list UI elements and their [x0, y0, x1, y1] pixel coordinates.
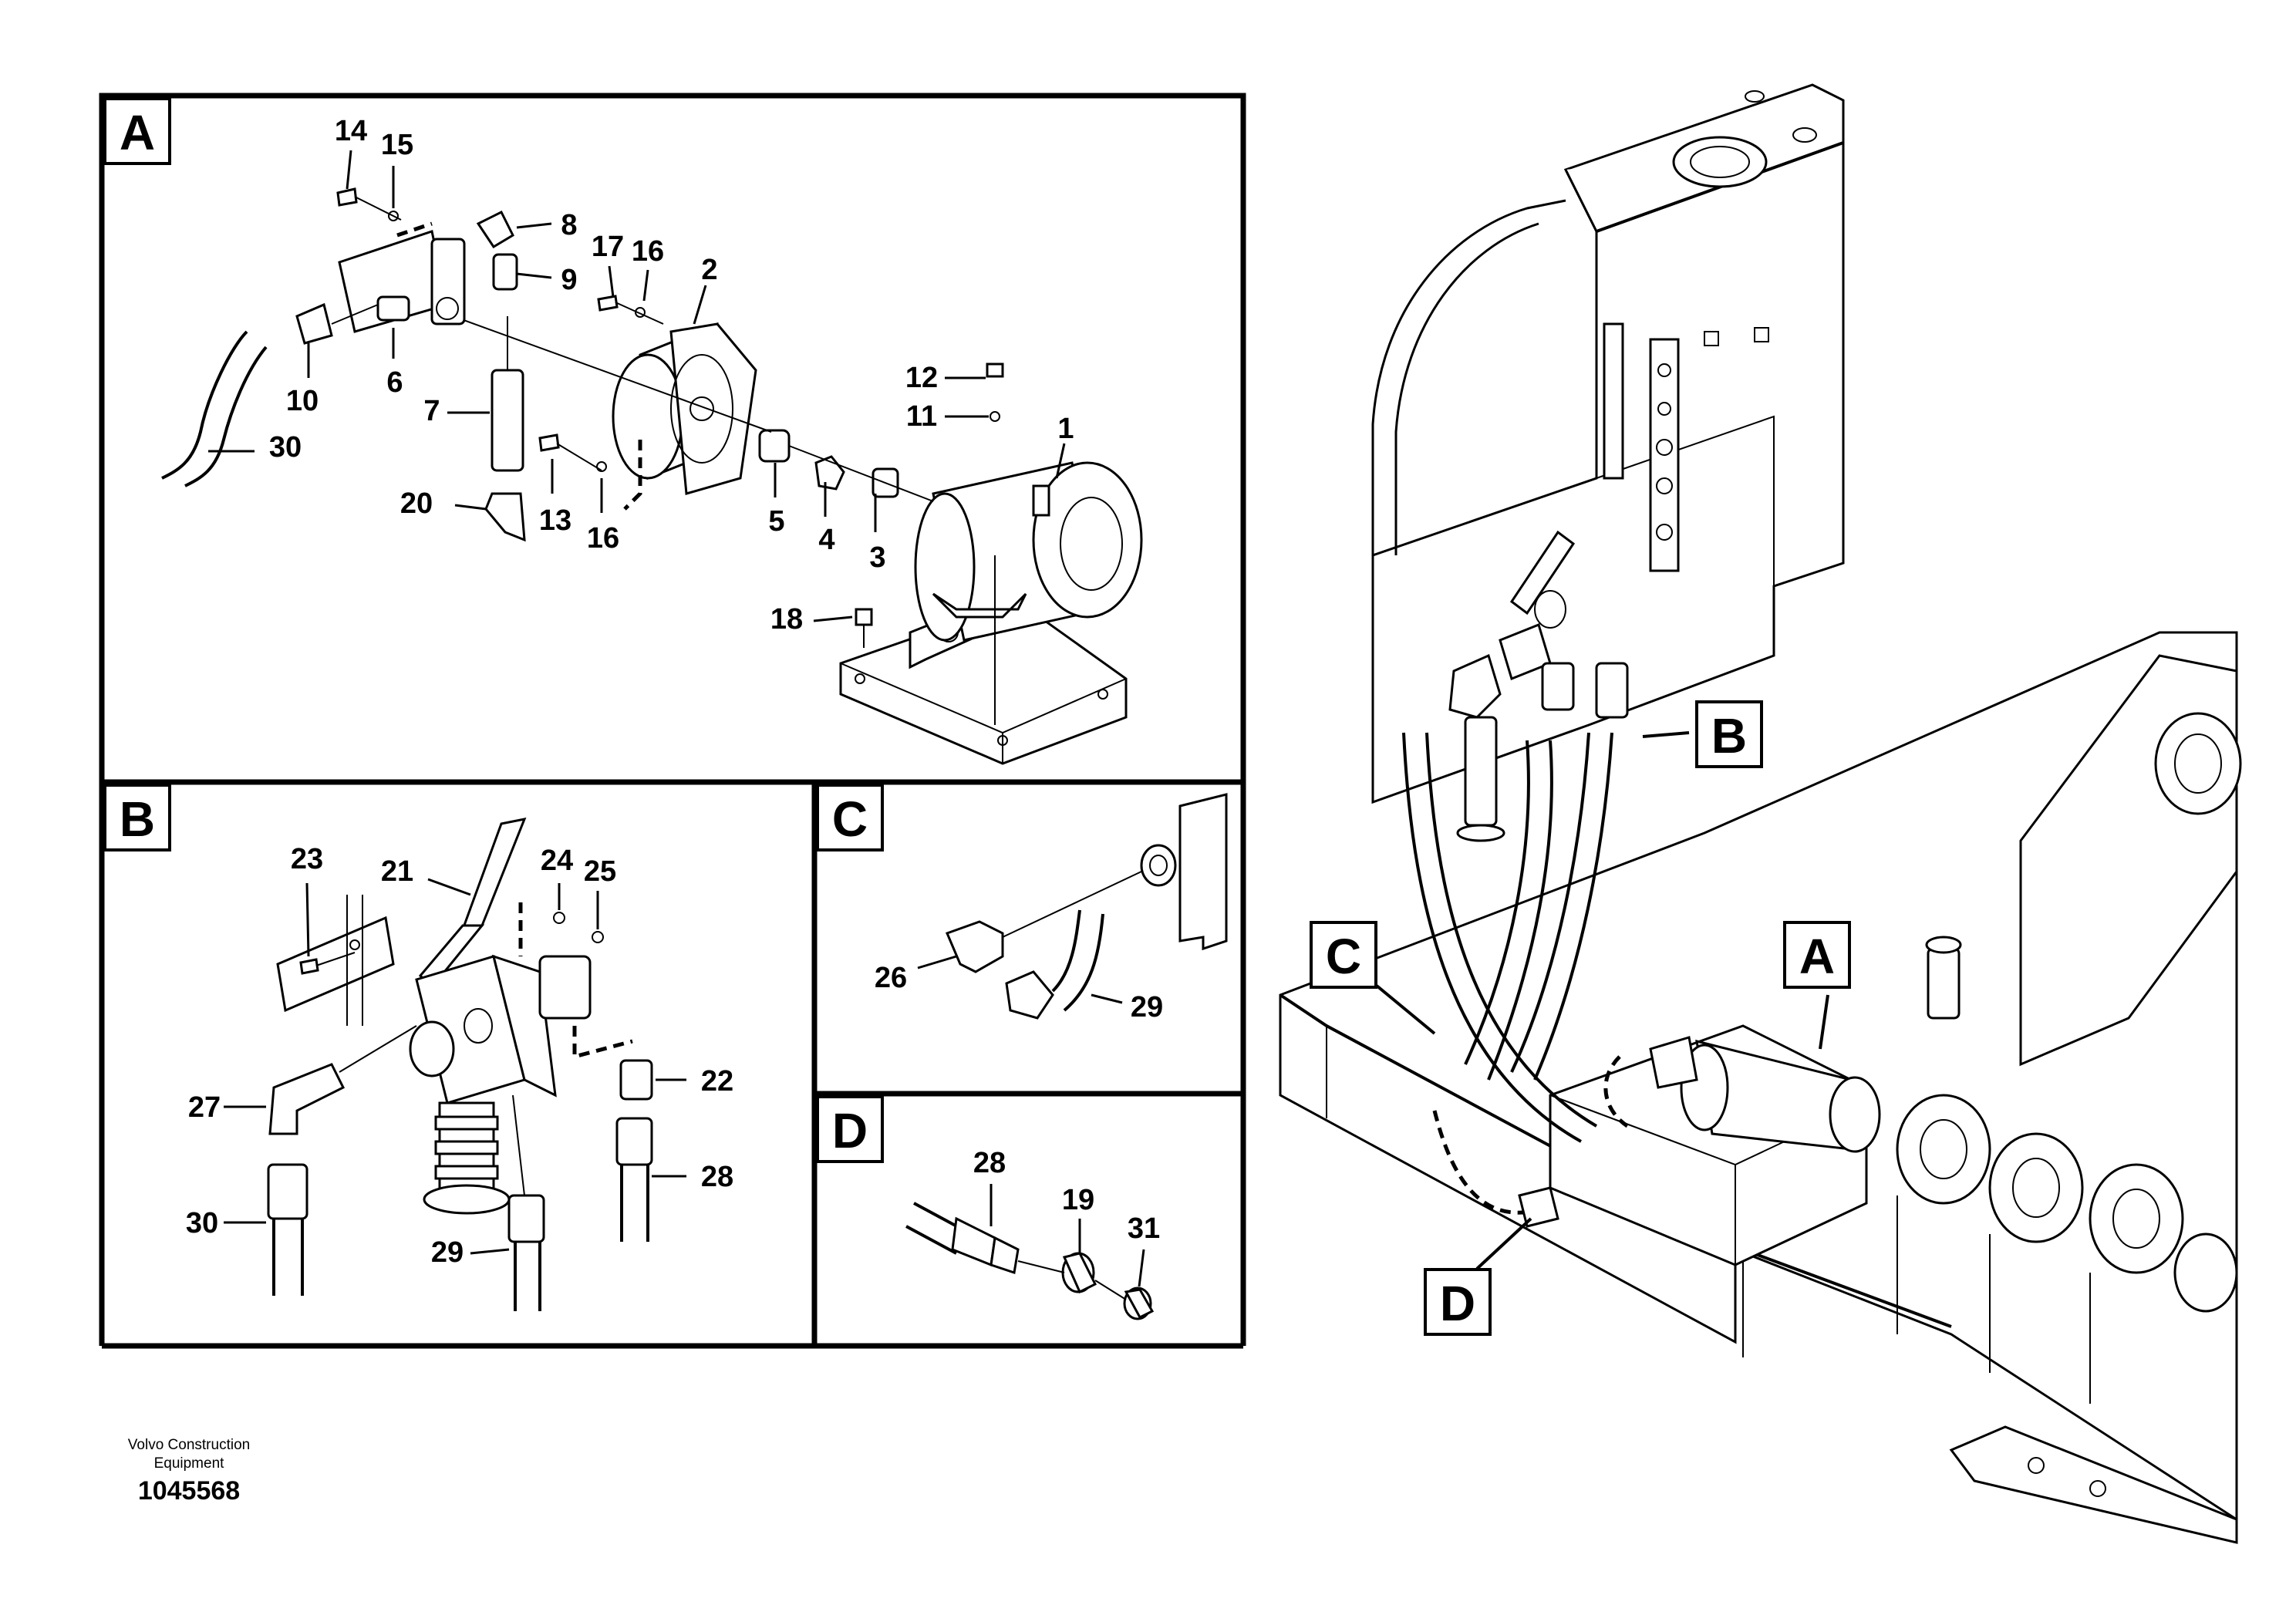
callout-12: 12 [905, 362, 938, 394]
callout-13: 13 [539, 504, 571, 537]
callout-28-d: 28 [973, 1147, 1006, 1179]
callout-25: 25 [584, 855, 616, 888]
detail-frames [99, 93, 1246, 1349]
overview-machine [1279, 83, 2242, 1544]
callout-7: 7 [423, 395, 440, 427]
callout-17: 17 [592, 231, 624, 263]
callout-10: 10 [286, 385, 319, 417]
callout-11: 11 [906, 400, 937, 433]
callouts-c: 26 29 [875, 962, 1163, 1023]
detail-label-d: D [832, 1103, 868, 1158]
manufacturer-name: Volvo Construction Equipment [62, 1436, 316, 1473]
callout-28-b: 28 [701, 1161, 733, 1193]
callout-8: 8 [561, 209, 577, 241]
detail-label-a: A [120, 105, 155, 160]
detail-view-c: C [816, 784, 1228, 1020]
callout-26: 26 [875, 962, 907, 994]
overview-label-d: D [1440, 1276, 1475, 1331]
detail-view-a: A [103, 97, 1143, 765]
callout-24: 24 [541, 845, 573, 877]
callouts-d: 28 19 31 [973, 1147, 1160, 1245]
overview-label-b: B [1711, 708, 1747, 764]
callout-22: 22 [701, 1065, 733, 1098]
callout-29-c: 29 [1131, 991, 1163, 1023]
callout-1: 1 [1057, 413, 1074, 445]
callout-23: 23 [291, 843, 323, 875]
callout-14: 14 [335, 115, 367, 147]
drawing-number: 1045568 [137, 1476, 241, 1506]
detail-view-d: D [816, 1095, 1155, 1320]
callouts-a: 14 15 8 17 9 16 2 10 6 30 7 20 13 16 5 4… [269, 115, 1074, 636]
callout-21: 21 [381, 855, 413, 888]
detail-view-b: B [103, 784, 686, 1311]
manufacturer-line-1: Volvo Construction [127, 1437, 251, 1453]
detail-label-b: B [120, 791, 155, 847]
overview-label-c: C [1326, 929, 1361, 984]
callout-2: 2 [701, 254, 717, 286]
callout-30-b: 30 [186, 1207, 218, 1239]
detail-label-c: C [832, 791, 868, 847]
callout-5: 5 [768, 505, 784, 538]
callout-15: 15 [381, 129, 413, 161]
callout-3: 3 [869, 541, 885, 574]
callout-31: 31 [1128, 1212, 1160, 1245]
overview-labels: B C A D [1310, 700, 1851, 1336]
callout-4: 4 [818, 524, 834, 556]
callout-6: 6 [386, 366, 403, 399]
callout-18: 18 [770, 603, 803, 636]
callout-20: 20 [400, 487, 433, 520]
callout-19: 19 [1062, 1184, 1094, 1216]
manufacturer-line-2: Equipment [153, 1455, 224, 1472]
callout-30-a: 30 [269, 431, 302, 464]
callout-29-b: 29 [431, 1236, 464, 1269]
callouts-b: 23 21 24 25 27 22 28 30 29 [186, 843, 733, 1269]
callout-16-lower: 16 [587, 522, 619, 555]
callout-16-upper: 16 [632, 235, 664, 268]
callout-27: 27 [188, 1091, 221, 1124]
overview-label-a: A [1799, 929, 1835, 984]
callout-9: 9 [561, 264, 577, 296]
